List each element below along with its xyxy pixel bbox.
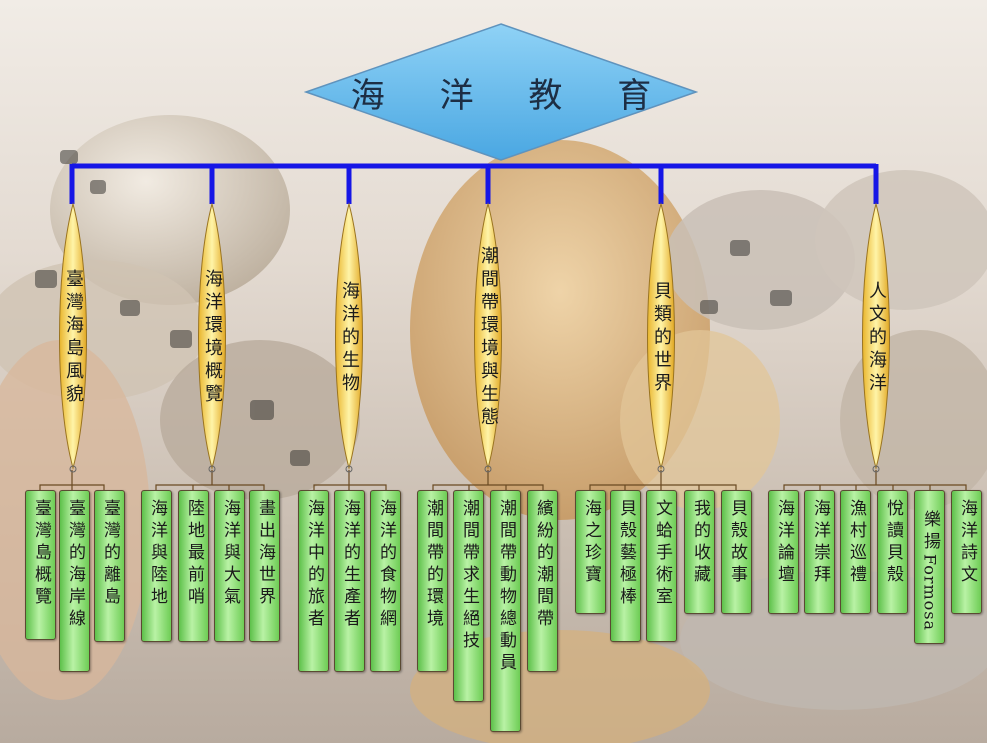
category-label: 海洋的生物 [339,280,360,396]
topic-label: 海洋中的旅者 [304,499,324,631]
topic-label: 畫出海世界 [255,499,275,609]
category-pod-shape [59,202,87,473]
category-label: 臺灣海島風貌 [63,269,84,407]
topic-box: 臺灣的離島 [94,490,125,642]
category-node: 潮間帶環境與生態 [469,202,507,474]
topic-box: 海洋中的旅者 [298,490,329,672]
topic-box: 潮間帶動物總動員 [490,490,521,732]
category-node: 臺灣海島風貌 [54,202,92,474]
topic-label: 海洋的食物網 [376,499,396,631]
topic-label: 海洋崇拜 [810,499,830,587]
topic-box: 海洋與陸地 [141,490,172,642]
topic-label: 臺灣的海岸線 [65,499,85,631]
topic-label: 陸地最前哨 [184,499,204,609]
category-label: 潮間帶環境與生態 [478,246,499,430]
root-diamond-shape [303,23,699,161]
root-node: 海 洋 教 育 [303,22,699,162]
topic-box: 海洋崇拜 [804,490,835,614]
category-pod-shape [335,202,363,473]
topic-label: 潮間帶的環境 [423,499,443,631]
topic-label: 悅讀貝殼 [883,499,903,587]
topic-label-latin: Formosa [920,554,940,632]
category-label: 人文的海洋 [866,280,887,396]
topic-box: 海洋論壇 [768,490,799,614]
topic-label: 文蛤手術室 [652,499,672,609]
topic-label: 海洋論壇 [774,499,794,587]
topic-box: 貝殼故事 [721,490,752,614]
category-node: 海洋環境概覽 [193,202,231,474]
topic-box: 我的收藏 [684,490,715,614]
topic-label: 潮間帶求生絕技 [459,499,479,653]
root-title: 海 洋 教 育 [350,75,674,116]
topic-label: 臺灣的離島 [100,499,120,609]
category-label: 貝類的世界 [651,280,672,396]
topic-box: 潮間帶的環境 [417,490,448,672]
topic-label: 樂揚 [920,510,940,555]
topic-box: 海洋的生產者 [334,490,365,672]
topic-box: 潮間帶求生絕技 [453,490,484,702]
topic-label: 貝殼藝極棒 [616,499,636,609]
category-pod-shape [474,202,502,473]
topic-label: 繽紛的潮間帶 [533,499,553,631]
topic-box: 漁村巡禮 [840,490,871,614]
topic-box: 陸地最前哨 [178,490,209,642]
category-pod-shape [647,202,675,473]
category-node: 海洋的生物 [330,202,368,474]
topic-box: 臺灣島概覽 [25,490,56,640]
topic-box: 海之珍寶 [575,490,606,614]
topic-box: 臺灣的海岸線 [59,490,90,672]
topic-label: 海洋的生產者 [340,499,360,631]
topic-box: 畫出海世界 [249,490,280,642]
topic-label: 海洋與陸地 [147,499,167,609]
topic-box: 貝殼藝極棒 [610,490,641,642]
category-node: 人文的海洋 [857,202,895,474]
topic-box: 海洋與大氣 [214,490,245,642]
topic-box: 樂揚 Formosa [914,490,945,644]
topic-label: 海洋與大氣 [220,499,240,609]
topic-box: 海洋的食物網 [370,490,401,672]
topic-box: 悅讀貝殼 [877,490,908,614]
topic-label: 臺灣島概覽 [31,499,51,609]
topic-box: 文蛤手術室 [646,490,677,642]
topic-box: 海洋詩文 [951,490,982,614]
topic-box: 繽紛的潮間帶 [527,490,558,672]
category-label: 海洋環境概覽 [202,269,223,407]
topic-label: 海之珍寶 [581,499,601,587]
category-pod-shape [198,202,226,473]
topic-label: 海洋詩文 [957,499,977,587]
category-pod-shape [862,202,890,473]
topic-label: 我的收藏 [690,499,710,587]
topic-label: 貝殼故事 [727,499,747,587]
category-node: 貝類的世界 [642,202,680,474]
topic-label: 潮間帶動物總動員 [496,499,516,675]
topic-label: 漁村巡禮 [846,499,866,587]
